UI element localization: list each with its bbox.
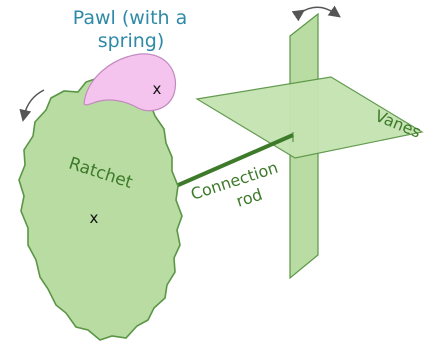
- vane-rotation-arrow: [291, 5, 341, 22]
- ratchet-rotation-arrow: [19, 89, 45, 122]
- ratchet-wheel: [18, 74, 183, 341]
- connection-rod: [159, 133, 294, 195]
- vane-horizontal: [195, 76, 424, 159]
- pawl: [83, 53, 176, 112]
- pawl-label-line2: spring): [98, 30, 165, 52]
- pawl-pivot-mark: x: [153, 80, 162, 98]
- pawl-label-line1: Pawl (with a: [73, 7, 188, 29]
- ratchet-pivot-mark: x: [90, 209, 99, 227]
